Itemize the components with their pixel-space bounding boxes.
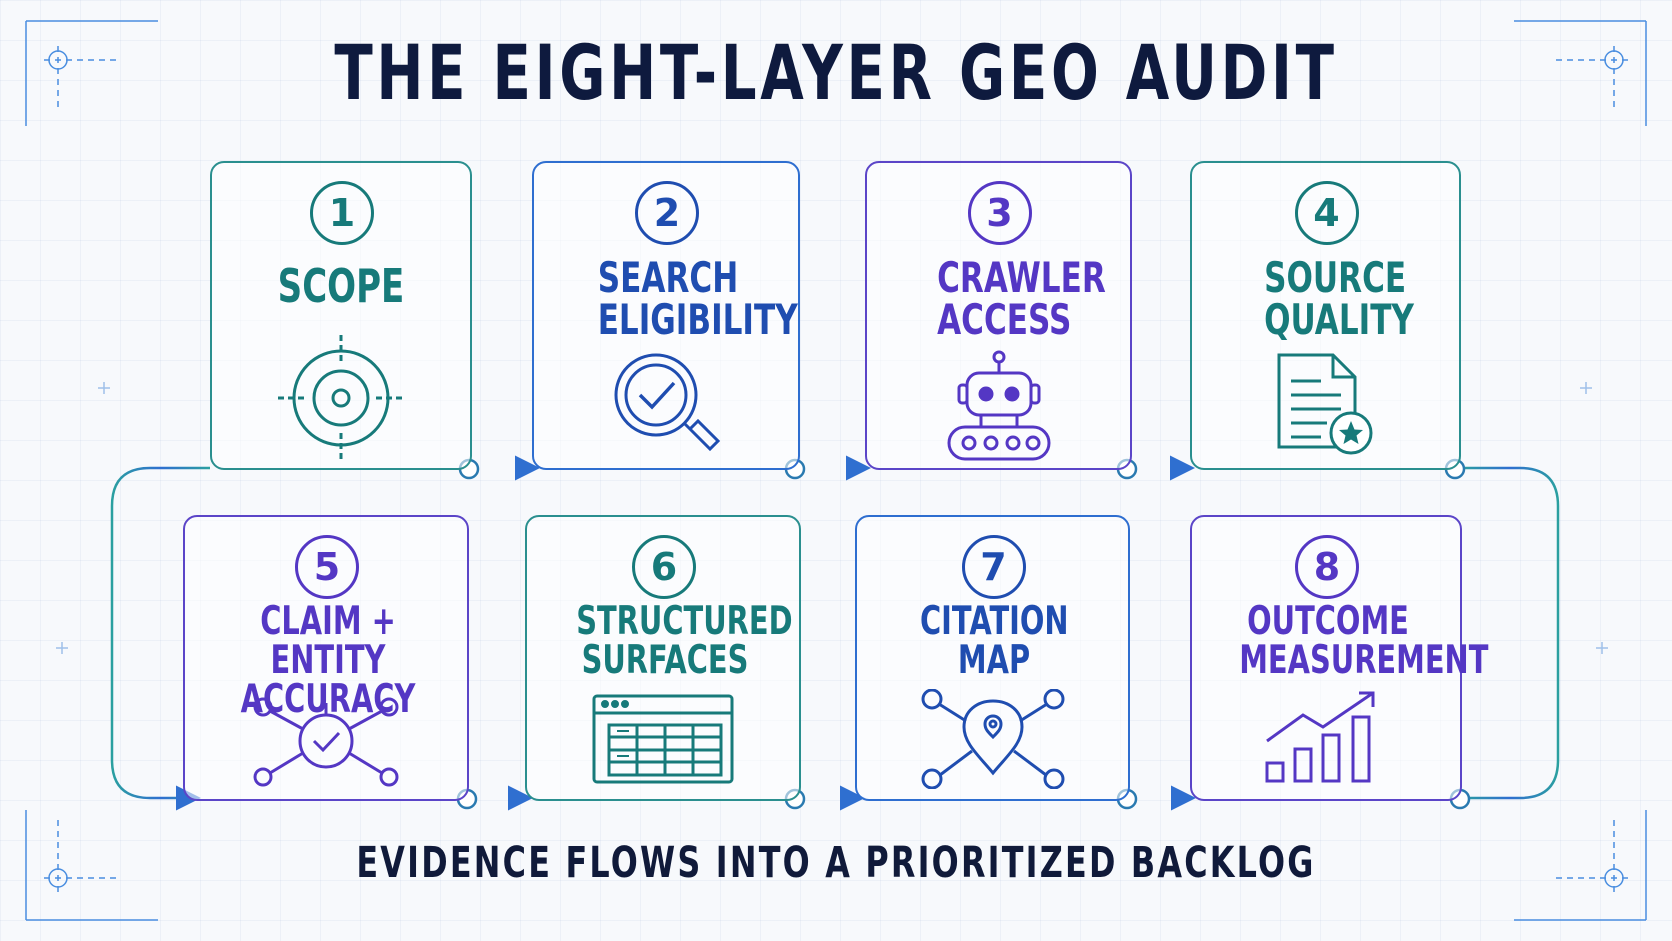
layer-number-badge: 8 <box>1295 535 1359 599</box>
layer-number-badge: 5 <box>295 535 359 599</box>
layer-number-badge: 3 <box>967 181 1032 245</box>
layer-label: SOURCE QUALITY <box>1264 253 1414 344</box>
growth-chart-icon <box>1265 691 1375 783</box>
network-check-icon <box>253 697 399 787</box>
layer-label: CRAWLER ACCESS <box>937 253 1106 344</box>
layer-card-3: 3 CRAWLER ACCESS <box>865 161 1132 470</box>
layer-label: SCOPE <box>277 259 405 313</box>
location-network-icon <box>921 689 1064 789</box>
layer-card-6: 6 STRUCTURED SURFACES <box>525 515 801 801</box>
page-title: THE EIGHT-LAYER GEO AUDIT <box>334 28 1338 117</box>
document-star-icon <box>1277 353 1372 455</box>
layer-number-badge: 7 <box>961 535 1026 599</box>
layer-label: STRUCTURED SURFACES <box>576 599 793 683</box>
layer-label: OUTCOME MEASUREMENT <box>1239 599 1489 683</box>
layer-number-badge: 2 <box>635 181 699 245</box>
layer-card-5: 5 CLAIM + ENTITY ACCURACY <box>183 515 469 801</box>
layer-label: CITATION MAP <box>920 599 1069 683</box>
robot-icon <box>947 350 1050 461</box>
layer-card-1: 1 SCOPE <box>210 161 472 470</box>
layer-number-badge: 4 <box>1294 181 1359 245</box>
layer-label: SEARCH ELIGIBILITY <box>597 253 798 344</box>
footer-caption: EVIDENCE FLOWS INTO A PRIORITIZED BACKLO… <box>356 838 1316 888</box>
table-window-icon <box>592 694 734 784</box>
layer-card-7: 7 CITATION MAP <box>855 515 1130 801</box>
layer-card-2: 2 SEARCH ELIGIBILITY <box>532 161 800 470</box>
corner-marks <box>25 20 1647 921</box>
layer-number-badge: 1 <box>310 181 374 245</box>
layer-card-4: 4 SOURCE QUALITY <box>1190 161 1461 470</box>
target-icon <box>278 335 404 461</box>
magnifier-check-icon <box>614 353 721 452</box>
layer-card-8: 8 OUTCOME MEASUREMENT <box>1190 515 1489 801</box>
layer-number-badge: 6 <box>632 535 696 599</box>
